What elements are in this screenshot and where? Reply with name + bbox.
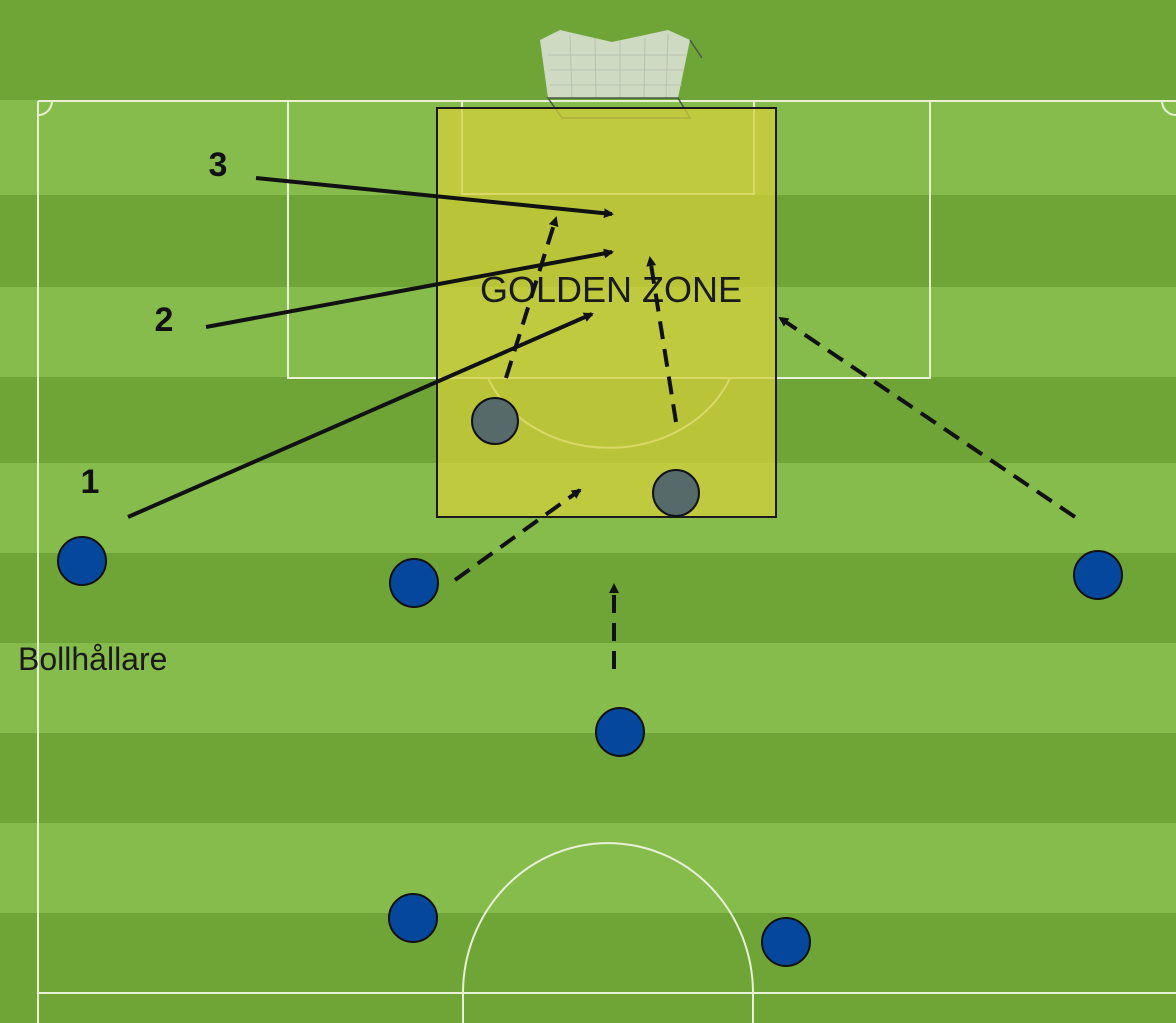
- pass-arrow-2: [205, 248, 614, 329]
- golden-zone-label: GOLDEN ZONE: [480, 269, 742, 310]
- attacking-players: [57, 536, 1123, 967]
- labels: 1 2 3 Bollhållare: [18, 146, 227, 677]
- center-circle: [462, 842, 754, 1023]
- player: [595, 707, 645, 757]
- run-arrow: [778, 316, 1077, 519]
- pass-arrow-3: [255, 176, 614, 219]
- opponent-marker: [652, 469, 700, 517]
- run-arrow: [453, 488, 582, 582]
- run-arrows: [453, 216, 1077, 669]
- pass-number-2: 2: [155, 301, 174, 339]
- player: [388, 893, 438, 943]
- golden-zone-area: [436, 107, 777, 518]
- player: [389, 558, 439, 608]
- opponent-marker: [471, 397, 519, 445]
- corner-arc-left: [37, 100, 53, 116]
- pass-number-3: 3: [209, 146, 228, 184]
- corner-arc-right: [1161, 100, 1176, 116]
- player: [1073, 550, 1123, 600]
- ball-holder-label: Bollhållare: [18, 641, 167, 677]
- opponent-markers: [471, 397, 700, 517]
- pass-number-1: 1: [81, 463, 100, 501]
- golden-zone: GOLDEN ZONE: [436, 107, 777, 518]
- player-ball-holder: [57, 536, 107, 586]
- player: [761, 917, 811, 967]
